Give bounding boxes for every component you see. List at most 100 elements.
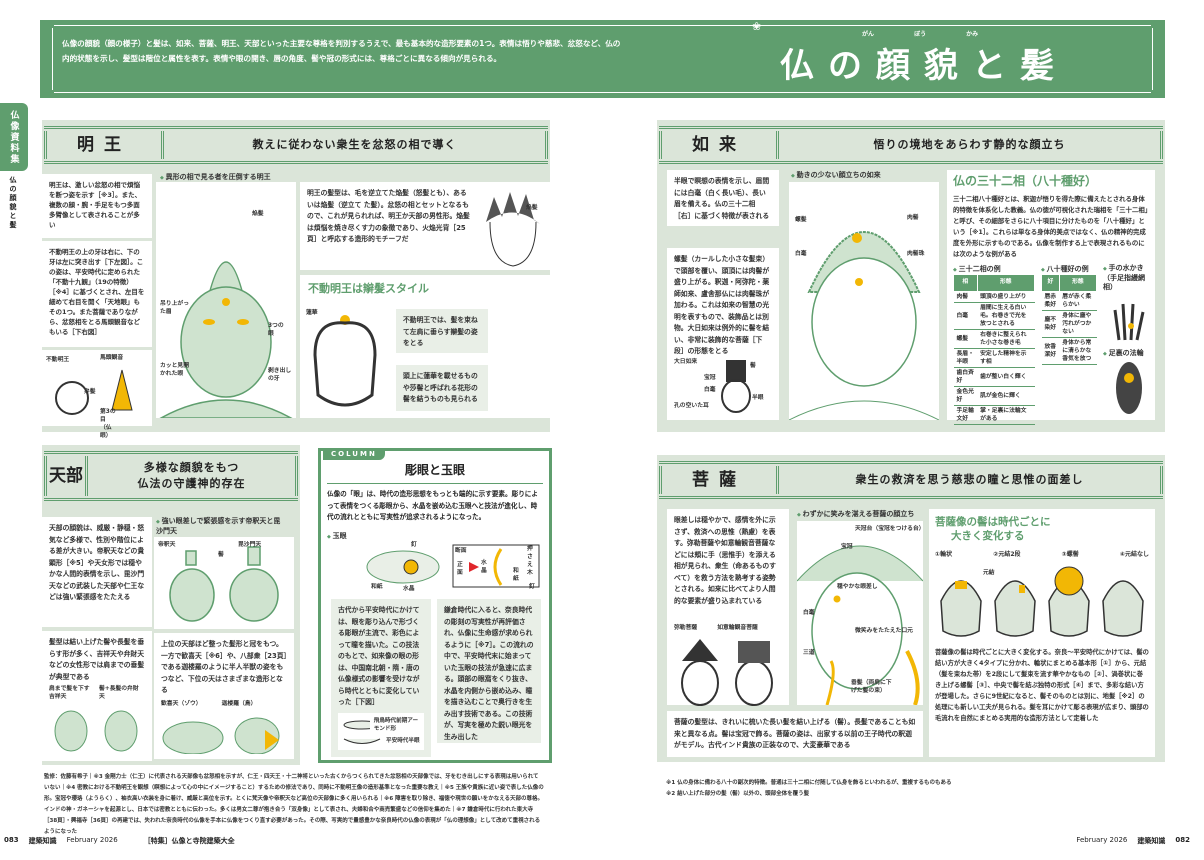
section-tab[interactable]: 仏像資料集	[0, 103, 28, 171]
table-cell: 掌・足裏に法輪文がある	[977, 405, 1035, 425]
tenbu-section: 天部多様な顔貌をもつ仏法の守護神的存在 天部の顔貌は、威厳・静穏・怒気など多様で…	[42, 445, 300, 765]
label: 弁髪	[84, 389, 96, 395]
figure-caption: 強い眼差しで緊張感を示す帝釈天と毘沙門天	[156, 517, 286, 536]
column-lead: 仏像の「眼」は、時代の造形思想をもっとも端的に示す要素。彫りによって表情をつくる…	[327, 490, 538, 521]
label: 和紙	[371, 584, 383, 590]
table-row: 歯白斉好歯が整い白く輝く	[953, 367, 1035, 387]
label: 天冠台（宝冠をつける台）	[855, 526, 925, 532]
feature-title: ［特集］仏像と寺院建築大全	[143, 837, 235, 845]
label: 第3の目（仏眼）	[100, 409, 116, 439]
table-cell: 眉間に生える白い毛。右巻きで光を放つとされる	[977, 302, 1035, 330]
taishakuten-bishamonten-illustration: 帝釈天 毘沙門天 髻	[154, 537, 294, 629]
section-name: 如来	[659, 131, 779, 159]
table-row: 塵不染好身体に塵や汚れがつかない	[1041, 310, 1097, 338]
body-text: 眼差しは穏やかで、感情を外に示さず、救済への思惟（熟慮）を表す。弥勒菩薩や如意輪…	[674, 516, 777, 605]
half-eye-icon	[343, 738, 381, 744]
table-cell: 唇赤柔好	[1041, 291, 1060, 311]
figure-caption: 異形の相で見る者を圧倒する明王	[160, 172, 271, 182]
body-text: 不動明王の上の牙は右に、下の牙は左に突き出す［下左図］。この姿は、平安時代に定め…	[42, 241, 152, 347]
label: 白毫	[803, 610, 815, 616]
table-cell: 頭頂の盛り上がり	[977, 291, 1035, 303]
label: 如意輪観音菩薩	[717, 625, 758, 631]
table-cell: 塵不染好	[1041, 310, 1060, 338]
box-title: 仏の三十二相（八十種好）	[953, 174, 1098, 188]
flame-hair-illustration	[486, 192, 540, 267]
table-row: 手足輪文好掌・足裏に法輪文がある	[953, 405, 1035, 425]
type-label: ②元結2段	[993, 551, 1021, 558]
label: 水晶	[481, 560, 487, 574]
buddha-face-illustration	[788, 231, 940, 421]
footer-right: February 2026 建築知識 082	[1076, 836, 1190, 846]
table-cell: 長眉・半眼	[953, 348, 978, 368]
table-cell: 身体から常に清らかな香気を放つ	[1059, 337, 1097, 365]
label: 帝釈天	[158, 542, 176, 548]
label: 釘	[529, 584, 535, 590]
box-title: 菩薩像の髻は時代ごとに大きく変化する	[935, 515, 1051, 543]
column-title: 彫眼と玉眼	[404, 463, 465, 477]
bodhisattva-face-illustration	[796, 545, 924, 706]
webbed-hand-illustration	[1113, 303, 1145, 341]
table-row: 放香潔好身体から常に清らかな香気を放つ	[1041, 337, 1097, 365]
body-text: 眼差しは穏やかで、感情を外に示さず、救済への思惟（熟慮）を表す。弥勒菩薩や如意輪…	[667, 509, 789, 706]
title-ruby: がん ぼう かみ	[862, 31, 979, 38]
column-header: 形態	[976, 274, 1036, 292]
table-cell: 歯白斉好	[953, 367, 978, 387]
arrow-icon	[469, 562, 479, 572]
section-name: 明王	[44, 131, 164, 159]
fudo-myoo-face-illustration	[158, 261, 294, 419]
hachiju-shugo-table: 好形態 唇赤柔好唇が赤く柔らかい塵不染好身体に塵や汚れがつかない放香潔好身体から…	[1041, 274, 1098, 365]
label: 毘沙門天	[238, 542, 262, 548]
nyorai-illustration: 螺髪 肉髻 白毫 肉髻珠	[788, 182, 940, 421]
table-cell: 螺髪	[953, 329, 978, 349]
label: 断面	[455, 548, 467, 554]
dainichi-illustration	[721, 359, 751, 413]
bosatsu-section: 菩薩衆生の救済を思う慈悲の瞳と思惟の面差し 眼差しは穏やかで、感情を外に示さず、…	[657, 455, 1165, 762]
body-text: 髪型は結い上げた髻や長髪を垂らす形が多く、吉祥天や弁財天などの女性形では肩までの…	[42, 631, 152, 761]
table-row: 白毫眉間に生える白い毛。右巻きで光を放つとされる	[953, 302, 1035, 330]
label: 弥勒菩薩	[674, 625, 698, 631]
label: 押さえ木	[527, 546, 533, 576]
label: 3つの眼	[268, 323, 284, 337]
label: 不動明王	[46, 357, 70, 363]
kangiten-karura-illustration	[162, 717, 280, 755]
label: 平安時代半眼	[386, 737, 420, 744]
body-text: 螺髪（カールした小さな髪束）で頭部を覆い、頭頂には肉髻が盛り上がる。釈迦・阿弥陀…	[667, 248, 779, 420]
footnote: ※2 結い上げた部分の髪（髻）以外の、頭部全体を覆う髪	[666, 791, 810, 797]
section-subtitle: 悟りの境地をあらわす静的な顔立ち	[779, 131, 1163, 159]
label: 迦楼羅（鳥）	[221, 700, 257, 707]
table-cell: 放香潔好	[1041, 337, 1060, 365]
fudo-bato-illustration: 不動明王 馬頭観音 弁髪 第3の目（仏眼）	[42, 350, 152, 439]
label: 肉髻珠	[907, 251, 925, 257]
magazine-name: 建築知識	[1137, 837, 1166, 845]
box-title: 不動明王は辮髪スタイル	[308, 282, 429, 295]
nyorai-section: 如来悟りの境地をあらわす静的な顔立ち 半眼で瞑想の表情を示し、眉間には白毫（白く…	[657, 120, 1165, 432]
footnotes-left: 監修：佐藤有希子｜※3 金剛力士（仁王）に代表される天部像も忿怒相を示すが、仁王…	[44, 774, 544, 835]
body-text: 菩薩の髪型は、きれいに梳いた長い髪を結い上げる（髻）。長髪であることも如来と異な…	[667, 711, 923, 757]
label: 剥き出しの牙	[268, 368, 292, 382]
table-cell: 右巻きに整えられた小さな巻き毛	[977, 329, 1035, 349]
label: 白毫	[704, 386, 716, 393]
column-header: 相	[953, 274, 978, 292]
label: 正面	[457, 562, 463, 576]
table-cell: 白毫	[953, 302, 978, 330]
section-subtitle: 仏の顔貌と髪	[9, 176, 17, 230]
box-title-line: 大きく変化する	[951, 530, 1025, 542]
label: 螺髪	[795, 217, 807, 223]
body-text: 螺髪（カールした小さな髪束）で頭部を覆い、頭頂には肉髻が盛り上がる。釈迦・阿弥陀…	[674, 255, 770, 355]
sanjuni-so-table: 相形態 肉髻頭頂の盛り上がり白毫眉間に生える白い毛。右巻きで光を放つとされる螺髪…	[953, 274, 1036, 425]
table-row: 唇赤柔好唇が赤く柔らかい	[1041, 291, 1097, 311]
label: 肉髻	[907, 215, 919, 221]
label: 馬頭観音	[100, 355, 124, 361]
body-text: 天部の顔貌は、威厳・静穏・怒気など多様で、性別や階位による差が大きい。帝釈天など…	[42, 517, 152, 627]
section-subtitle: 教えに従わない衆生を忿怒の相で導く	[164, 131, 548, 159]
label: 穏やかな眼差し	[837, 584, 878, 590]
label: 水晶	[403, 586, 415, 592]
label: 焔髪	[252, 211, 264, 217]
body-text: 上位の天部ほど整った髪形と冠をもつ。一方で歓喜天［※6］や、八部衆［23頁］であ…	[154, 633, 294, 759]
enpatsu-illustration: 焔髪	[476, 182, 550, 270]
issue-date: February 2026	[66, 836, 118, 844]
label: 元結	[983, 570, 995, 576]
